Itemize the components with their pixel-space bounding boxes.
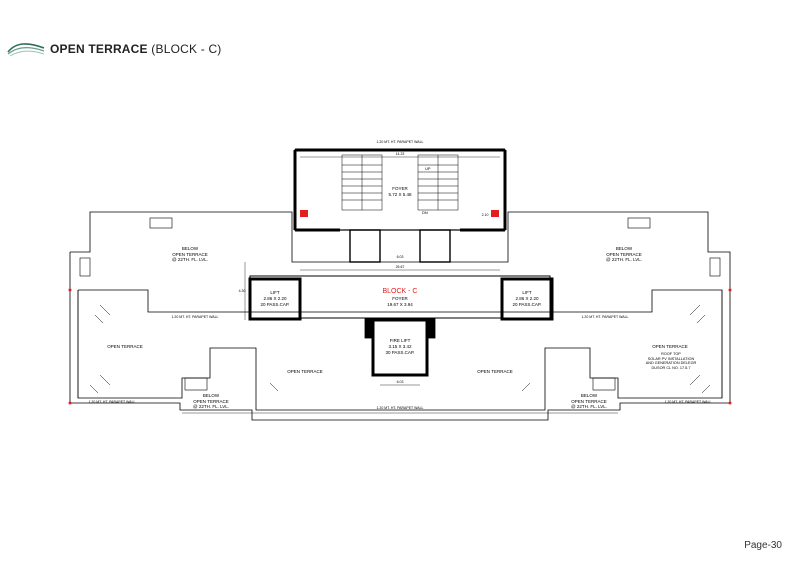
lift-left-name: LIFT bbox=[270, 290, 280, 295]
parapet-bottom: 1.20 MT. HT. PARAPET WALL bbox=[376, 406, 423, 410]
lift-left-box bbox=[248, 277, 302, 321]
terrace-arrows bbox=[89, 304, 711, 394]
outer-terrace-outline bbox=[69, 211, 731, 421]
lift-left-size: 2.86 X 2.20 bbox=[263, 296, 287, 301]
fire-lift-size: 3.15 X 3.42 bbox=[388, 344, 412, 349]
title-bold: OPEN TERRACE bbox=[50, 42, 148, 56]
open-terrace-right: OPEN TERRACE bbox=[652, 344, 687, 349]
red-markers bbox=[68, 210, 732, 405]
dim-4-30: 4.30 bbox=[239, 289, 246, 293]
stair-left bbox=[341, 154, 383, 211]
roof-top-note: ROOF TOP SOLAR PV INSTALLATION AND GENER… bbox=[645, 352, 697, 370]
dim-6-03-top: 6.03 bbox=[397, 255, 404, 259]
fire-lift-cap: 30 PASS.CAP. bbox=[385, 350, 414, 355]
open-terrace-center-left: OPEN TERRACE bbox=[287, 369, 322, 374]
foyer-top-name: FOYER bbox=[392, 186, 408, 191]
page-title: OPEN TERRACE (BLOCK - C) bbox=[50, 42, 222, 56]
parapet-right: 1.20 MT. HT. PARAPET WALL bbox=[581, 315, 628, 319]
lift-left-cap: 20 PASS.CAP. bbox=[260, 302, 289, 307]
stair-right bbox=[417, 154, 459, 211]
header: OPEN TERRACE (BLOCK - C) bbox=[6, 38, 222, 60]
dim-25-67: 25.67 bbox=[396, 265, 405, 269]
dn-label: DN bbox=[422, 210, 428, 215]
dim-6-03: 6.03 bbox=[397, 380, 404, 384]
open-terrace-left: OPEN TERRACE bbox=[107, 344, 142, 349]
below-right-note: BELOW OPEN TERRACE @ 22TH. FL. LVL. bbox=[606, 246, 642, 262]
foyer-top-size: 5.72 X 5.48 bbox=[388, 192, 412, 197]
below-bottom-left-note: BELOW OPEN TERRACE @ 22TH. FL. LVL. bbox=[193, 393, 229, 409]
fire-lift-box bbox=[371, 318, 429, 377]
parapet-bottom-left: 1.20 MT. HT. PARAPET WALL bbox=[88, 400, 135, 404]
parapet-left: 1.20 MT. HT. PARAPET WALL bbox=[171, 315, 218, 319]
dim-14-23: 14.23 bbox=[396, 152, 405, 156]
foyer-main-name: FOYER bbox=[392, 296, 408, 301]
title-sub: (BLOCK - C) bbox=[151, 42, 222, 56]
below-left-note: BELOW OPEN TERRACE @ 22TH. FL. LVL. bbox=[172, 246, 208, 262]
dim-2-10: 2.10 bbox=[482, 213, 489, 217]
lift-right-box bbox=[500, 277, 554, 321]
lift-right-cap: 20 PASS.CAP. bbox=[512, 302, 541, 307]
lift-right-size: 2.86 X 2.20 bbox=[515, 296, 539, 301]
lift-right-name: LIFT bbox=[522, 290, 532, 295]
page-number: Page-30 bbox=[744, 540, 782, 551]
foyer-main-size: 19.67 X 3.94 bbox=[387, 302, 413, 307]
open-terrace-center-right: OPEN TERRACE bbox=[477, 369, 512, 374]
block-label: BLOCK - C bbox=[382, 288, 417, 295]
fire-lift-name: FIRE LIFT bbox=[390, 338, 411, 343]
leaf-wave-logo-icon bbox=[7, 43, 45, 57]
below-bottom-right-note: BELOW OPEN TERRACE @ 22TH. FL. LVL. bbox=[571, 393, 607, 409]
parapet-bottom-right: 1.20 MT. HT. PARAPET WALL bbox=[664, 400, 711, 404]
up-label: UP bbox=[425, 166, 431, 171]
parapet-top: 1.20 MT. HT. PARAPET WALL bbox=[376, 140, 423, 144]
